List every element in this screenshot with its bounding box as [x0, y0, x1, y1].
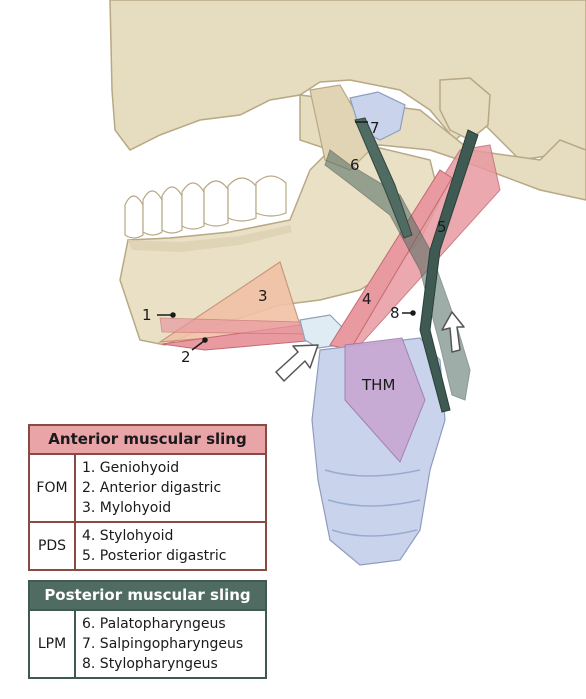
thyrohyoid-muscle	[344, 337, 426, 463]
legend-items-pds: 4. Stylohyoid 5. Posterior digastric	[76, 523, 227, 569]
legend-item: 2. Anterior digastric	[82, 480, 222, 496]
legend-items-fom: 1. Geniohyoid 2. Anterior digastric 3. M…	[76, 455, 221, 521]
legend-posterior-sling: Posterior muscular sling LPM 6. Palatoph…	[28, 580, 267, 679]
legend-item: 1. Geniohyoid	[82, 460, 180, 476]
legend-row-lpm: LPM 6. Palatopharyngeus 7. Salpingophary…	[30, 609, 265, 677]
label-2: 2	[181, 348, 191, 366]
legend-abbr-pds: PDS	[30, 523, 76, 569]
stylopharyngeus-muscle	[419, 129, 479, 413]
legend-item: 5. Posterior digastric	[82, 548, 227, 564]
force-arrow-right	[441, 311, 465, 353]
legend-item: 8. Stylopharyngeus	[82, 656, 218, 672]
leader-lines	[157, 121, 416, 351]
label-6: 6	[350, 156, 360, 174]
salpingopharyngeus-muscle	[354, 117, 413, 239]
legend-items-lpm: 6. Palatopharyngeus 7. Salpingopharyngeu…	[76, 611, 243, 677]
legend-posterior-title: Posterior muscular sling	[30, 582, 265, 609]
legend-item: 7. Salpingopharyngeus	[82, 636, 244, 652]
label-8: 8	[390, 304, 400, 322]
legend-abbr-fom: FOM	[30, 455, 76, 521]
label-3: 3	[258, 287, 268, 305]
legend-item: 6. Palatopharyngeus	[82, 616, 226, 632]
upper-teeth	[124, 175, 287, 239]
label-7: 7	[370, 119, 380, 137]
legend-item: 4. Stylohyoid	[82, 528, 174, 544]
lower-lip-region	[128, 225, 292, 252]
label-4: 4	[362, 290, 372, 308]
tracheal-rings	[324, 469, 421, 537]
legend-anterior-title: Anterior muscular sling	[30, 426, 265, 453]
legend-row-pds: PDS 4. Stylohyoid 5. Posterior digastric	[30, 521, 265, 569]
label-1: 1	[142, 306, 152, 324]
force-arrow-left	[275, 344, 319, 382]
legend-item: 3. Mylohyoid	[82, 500, 172, 516]
legend-anterior-sling: Anterior muscular sling FOM 1. Geniohyoi…	[28, 424, 267, 571]
label-thm: THM	[361, 376, 395, 394]
legend-row-fom: FOM 1. Geniohyoid 2. Anterior digastric …	[30, 453, 265, 521]
mastoid-process	[439, 77, 491, 141]
legend-abbr-lpm: LPM	[30, 611, 76, 677]
label-5: 5	[437, 218, 447, 236]
